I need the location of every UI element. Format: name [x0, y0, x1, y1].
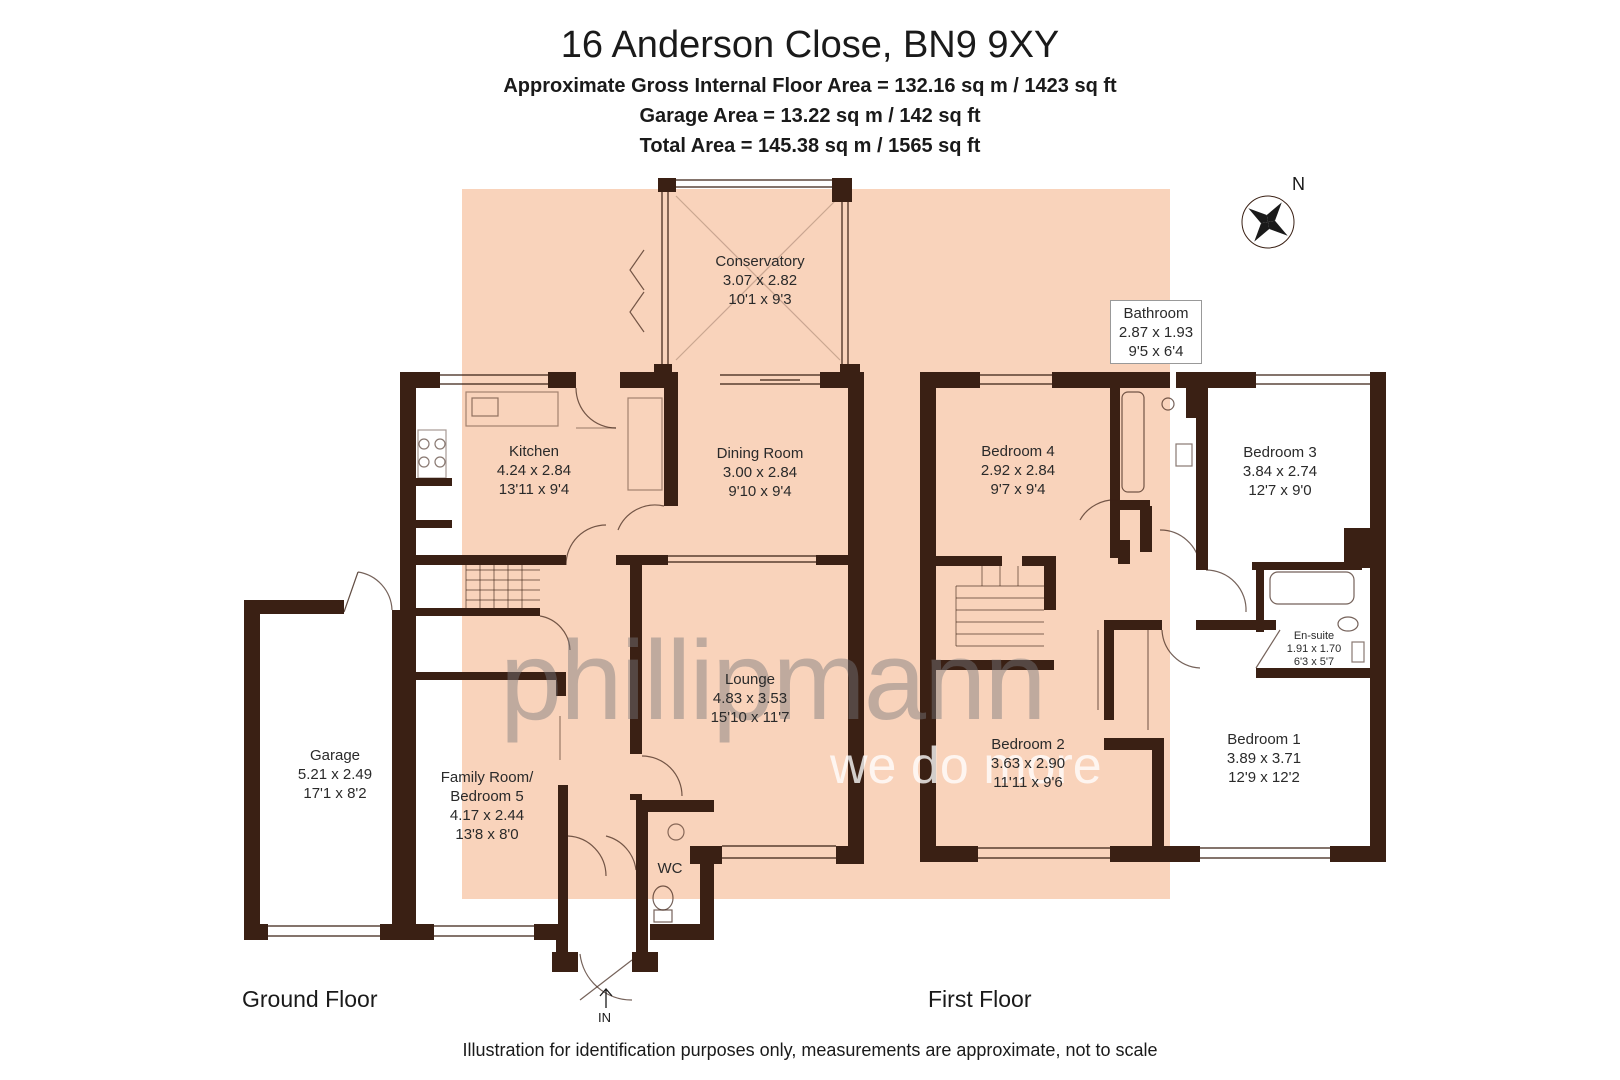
room-wc: WC	[658, 859, 683, 878]
room-metric: 3.00 x 2.84	[722, 464, 798, 481]
room-metric: 3.63 x 2.90	[990, 755, 1066, 772]
entrance-label: IN	[598, 1010, 611, 1025]
room-bedroom2: Bedroom 2 3.63 x 2.90 11'11 x 9'6	[991, 735, 1065, 792]
room-imperial: 10'1 x 9'3	[728, 291, 792, 308]
room-metric: 4.17 x 2.44	[449, 807, 525, 824]
room-imperial: 9'5 x 6'4	[1128, 343, 1184, 360]
watermark-brand: phillipmann	[500, 618, 1047, 743]
room-name: En-suite	[1293, 630, 1335, 642]
compass-rose-icon	[1241, 195, 1295, 249]
room-name: Dining Room	[716, 445, 804, 462]
room-bathroom: Bathroom 2.87 x 1.93 9'5 x 6'4	[1119, 304, 1193, 361]
highlight-overlay	[462, 189, 1170, 899]
room-imperial: 17'1 x 8'2	[303, 785, 367, 802]
bathroom-label-box	[1110, 300, 1202, 364]
room-imperial: 12'9 x 12'2	[1228, 769, 1300, 786]
ground-floor-label: Ground Floor	[242, 986, 378, 1012]
room-name: Kitchen	[508, 443, 560, 460]
room-ensuite: En-suite 1.91 x 1.70 6'3 x 5'7	[1287, 630, 1341, 669]
room-bedroom3: Bedroom 3 3.84 x 2.74 12'7 x 9'0	[1243, 443, 1317, 500]
room-family: Family Room/ Bedroom 5 4.17 x 2.44 13'8 …	[441, 768, 534, 844]
room-metric: 4.24 x 2.84	[496, 462, 572, 479]
room-kitchen: Kitchen 4.24 x 2.84 13'11 x 9'4	[497, 442, 571, 499]
room-metric: 4.83 x 3.53	[712, 690, 788, 707]
room-imperial: 9'10 x 9'4	[728, 483, 792, 500]
room-metric: 2.87 x 1.93	[1118, 324, 1194, 341]
room-name: Family Room/	[440, 769, 534, 786]
room-name: Bedroom 3	[1243, 444, 1317, 461]
first-floor-label: First Floor	[928, 986, 1032, 1012]
room-bedroom1: Bedroom 1 3.89 x 3.71 12'9 x 12'2	[1227, 730, 1301, 787]
room-name: Bedroom 4	[981, 443, 1055, 460]
room-name: Lounge	[724, 671, 776, 688]
room-name: Bedroom 2	[991, 736, 1065, 753]
entrance-arrow-icon	[599, 988, 613, 1008]
room-metric: 3.07 x 2.82	[722, 272, 798, 289]
ground-floor-windows	[268, 179, 849, 1001]
room-dining: Dining Room 3.00 x 2.84 9'10 x 9'4	[717, 444, 804, 501]
room-name: WC	[657, 860, 683, 877]
first-floor-walls	[920, 372, 1386, 862]
room-name: Bathroom	[1123, 305, 1189, 322]
watermark-tagline: we do more	[830, 737, 1102, 795]
room-imperial: 12'7 x 9'0	[1248, 482, 1312, 499]
page-title: 16 Anderson Close, BN9 9XY	[560, 24, 1060, 66]
room-metric: 3.84 x 2.74	[1242, 463, 1318, 480]
room-conservatory: Conservatory 3.07 x 2.82 10'1 x 9'3	[715, 252, 804, 309]
room-metric: 5.21 x 2.49	[297, 766, 373, 783]
room-imperial: 6'3 x 5'7	[1293, 656, 1335, 668]
ground-floor-walls	[244, 178, 864, 972]
compass-north-label: N	[1292, 174, 1305, 194]
room-imperial: 11'11 x 9'6	[993, 774, 1063, 791]
room-name: Garage	[309, 747, 361, 764]
room-bedroom4: Bedroom 4 2.92 x 2.84 9'7 x 9'4	[981, 442, 1055, 499]
room-imperial: 9'7 x 9'4	[990, 481, 1046, 498]
room-metric: 1.91 x 1.70	[1286, 643, 1342, 655]
room-garage: Garage 5.21 x 2.49 17'1 x 8'2	[298, 746, 372, 803]
room-imperial: 15'10 x 11'7	[710, 709, 790, 726]
room-name-2: Bedroom 5	[450, 788, 524, 805]
gross-internal-area: Approximate Gross Internal Floor Area = …	[503, 75, 1117, 97]
room-lounge: Lounge 4.83 x 3.53 15'10 x 11'7	[711, 670, 790, 727]
room-name: Bedroom 1	[1227, 731, 1301, 748]
first-floor-windows	[921, 374, 1382, 859]
total-area: Total Area = 145.38 sq m / 1565 sq ft	[639, 135, 981, 157]
disclaimer-text: Illustration for identification purposes…	[462, 1040, 1158, 1060]
room-metric: 2.92 x 2.84	[980, 462, 1056, 479]
room-name: Conservatory	[715, 253, 805, 270]
garage-area: Garage Area = 13.22 sq m / 142 sq ft	[639, 105, 981, 127]
room-imperial: 13'8 x 8'0	[455, 826, 519, 843]
room-metric: 3.89 x 3.71	[1226, 750, 1302, 767]
room-imperial: 13'11 x 9'4	[498, 481, 570, 498]
